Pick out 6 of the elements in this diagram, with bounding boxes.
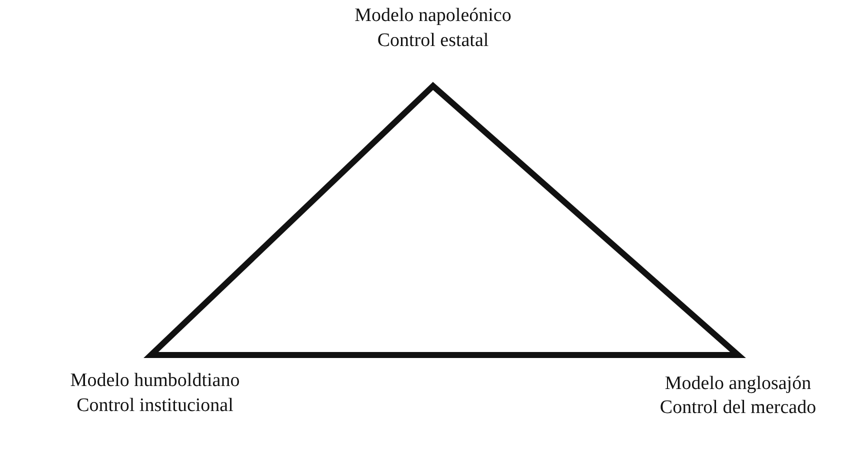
model-label: Modelo humboldtiano (70, 370, 240, 392)
control-label: Control del mercado (660, 397, 816, 419)
model-label: Modelo napoleónico (354, 5, 512, 27)
control-label: Control institucional (76, 395, 234, 417)
control-label: Control estatal (377, 30, 489, 52)
model-label: Modelo anglosajón (664, 373, 812, 395)
